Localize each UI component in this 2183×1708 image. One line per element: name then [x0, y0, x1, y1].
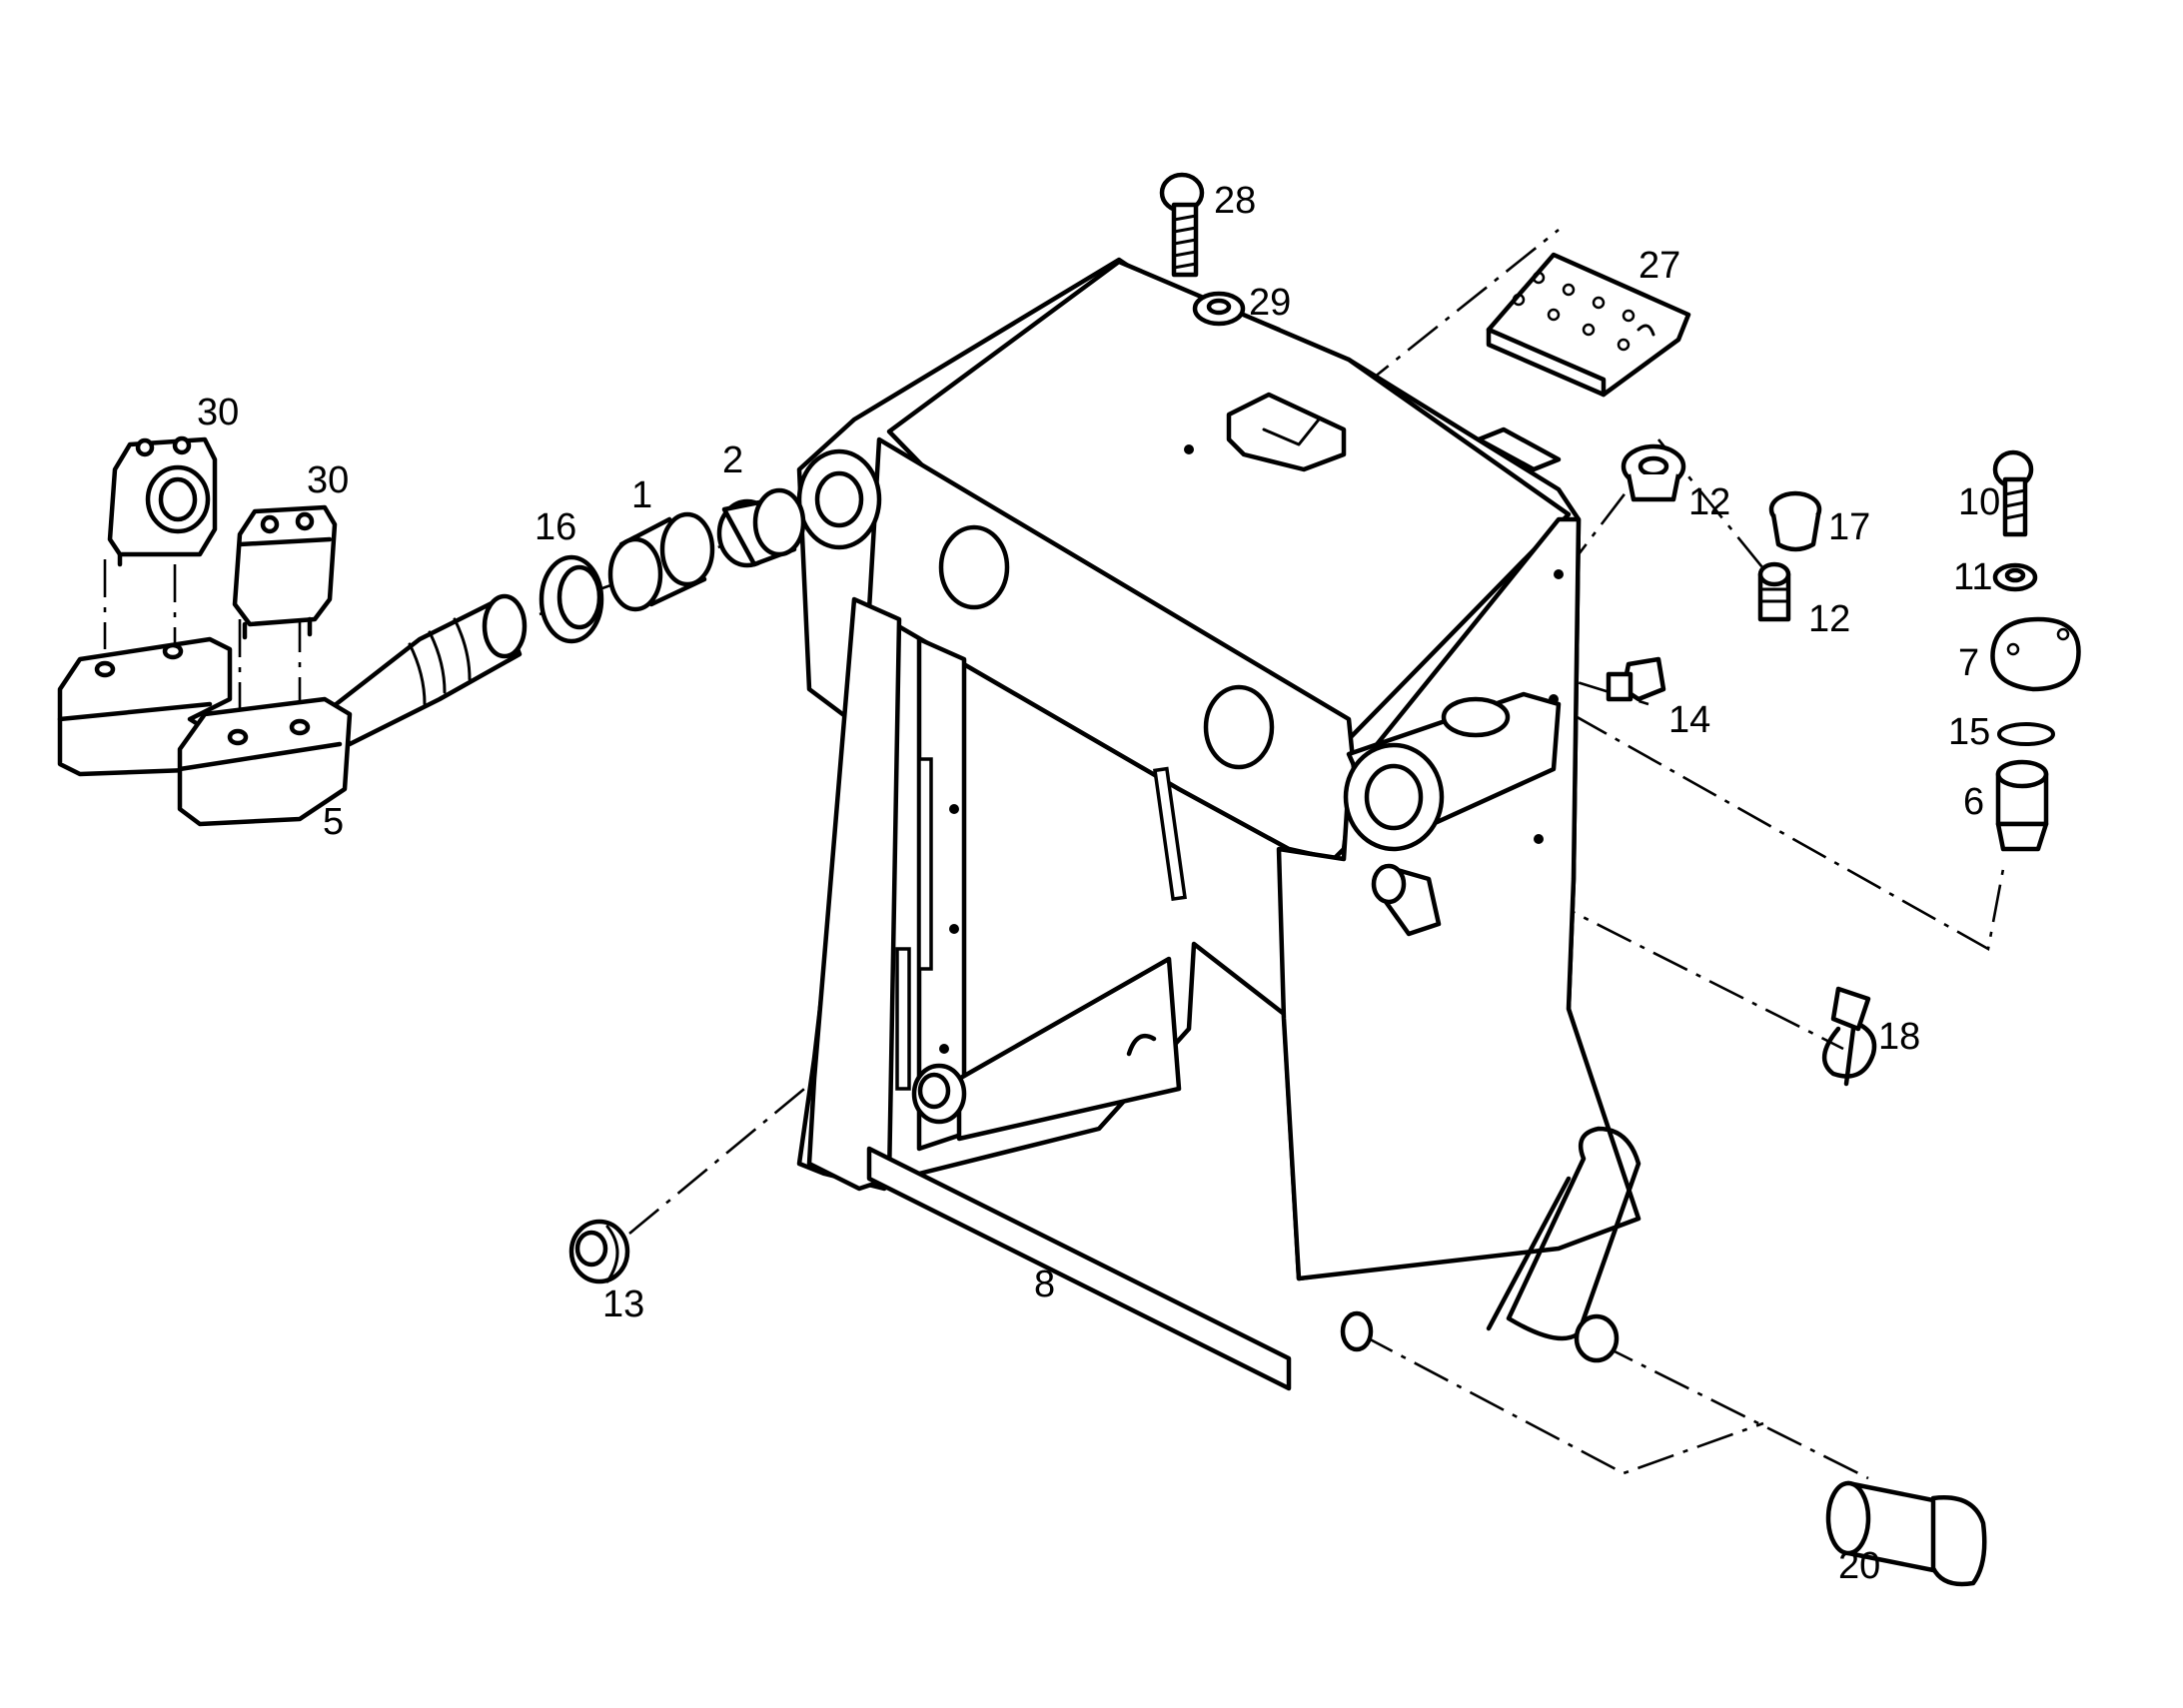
callout-14: 14 [1668, 699, 1710, 741]
callout-8: 8 [1034, 1264, 1055, 1305]
part-screw-14 [1606, 656, 1666, 702]
callout-11: 11 [1953, 556, 1992, 598]
part-oring-15 [1997, 722, 2055, 746]
callout-labels: 28 27 29 30 30 2 1 16 12 17 10 11 12 7 1… [197, 180, 2000, 1587]
part-nipple-12-lower [1757, 561, 1791, 622]
callout-27: 27 [1638, 245, 1680, 287]
callout-18: 18 [1878, 1016, 1920, 1058]
callout-13: 13 [602, 1283, 644, 1325]
part-cap-30-left [107, 435, 218, 567]
main-frame [796, 257, 1641, 1391]
part-cap-30-right [232, 504, 338, 640]
part-bush-1 [607, 511, 715, 612]
part-plate-27 [1486, 252, 1691, 398]
part-fitting-6 [1995, 759, 2049, 852]
part-pin-18 [1822, 986, 1877, 1087]
part-plug-12-upper [1621, 443, 1686, 502]
part-bolt-28 [1159, 172, 1205, 278]
callout-15: 15 [1948, 711, 1990, 753]
callout-6: 6 [1963, 781, 1984, 823]
callout-7: 7 [1958, 642, 1979, 684]
callout-10: 10 [1958, 481, 2000, 523]
part-cap-17 [1768, 490, 1822, 552]
part-bolt-10 [1992, 449, 2034, 537]
callout-20: 20 [1838, 1545, 1880, 1587]
part-ring-16 [539, 554, 604, 644]
part-cover-7 [1990, 616, 2081, 692]
part-shaft-assembly-5 [57, 593, 528, 827]
callout-5: 5 [323, 801, 344, 843]
callout-17: 17 [1828, 506, 1870, 548]
part-pin-20 [1825, 1480, 1987, 1587]
part-bush-13 [568, 1219, 630, 1284]
callout-2: 2 [722, 439, 743, 481]
callout-12-lower: 12 [1808, 598, 1850, 640]
callout-12-upper: 12 [1688, 481, 1730, 523]
callout-30-left: 30 [197, 392, 239, 433]
callout-30-right: 30 [307, 459, 349, 501]
part-washer-29 [1192, 291, 1246, 327]
part-washer-11 [1992, 562, 2038, 592]
callout-29: 29 [1249, 282, 1291, 324]
callout-1: 1 [631, 474, 652, 516]
part-bush-2 [716, 487, 806, 568]
callout-16: 16 [535, 506, 576, 548]
callout-28: 28 [1214, 180, 1256, 222]
